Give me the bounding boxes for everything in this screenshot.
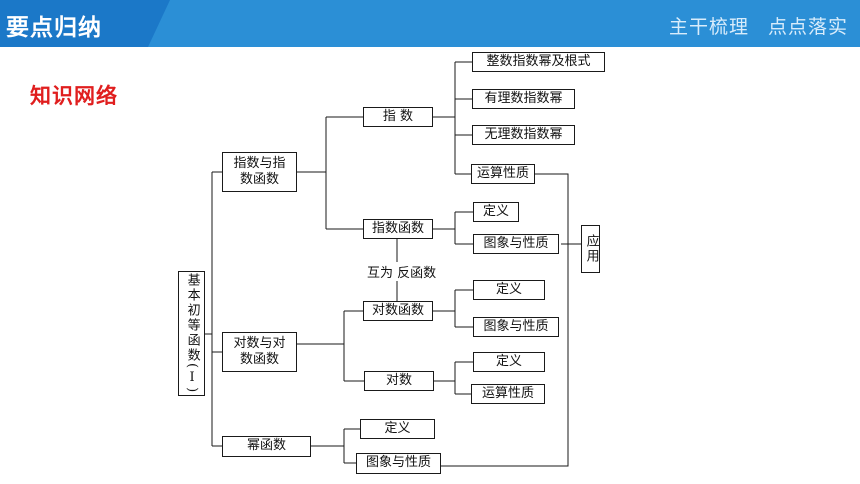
node-log-ops: 运算性质 xyxy=(471,384,545,404)
header-subtitle: 主干梳理 点点落实 xyxy=(668,16,848,38)
node-application: 应用 xyxy=(581,225,600,273)
connector-exp-func xyxy=(433,211,473,245)
connector-log-func xyxy=(433,289,473,328)
connector-root xyxy=(205,171,222,447)
node-log-group: 对数与对数函数 xyxy=(222,332,297,372)
node-root: 基本初等函数(Ⅰ) xyxy=(178,271,205,396)
header-tab-slant xyxy=(148,0,170,47)
connector-exp-group xyxy=(297,116,363,230)
connector-application xyxy=(441,173,581,467)
section-title: 知识网络 xyxy=(30,84,118,108)
node-int-exp-root: 整数指数幂及根式 xyxy=(472,52,605,72)
connector-exponent xyxy=(433,61,472,175)
node-power-graph: 图象与性质 xyxy=(356,453,441,474)
node-irrational-exp: 无理数指数幂 xyxy=(472,125,575,145)
node-exp-group: 指数与指数函数 xyxy=(222,152,297,192)
header-title: 要点归纳 xyxy=(6,15,102,41)
connector-power xyxy=(311,428,360,464)
node-exp-def: 定义 xyxy=(473,202,519,222)
node-log-graph: 图象与性质 xyxy=(473,317,559,337)
node-exp-graph: 图象与性质 xyxy=(473,234,559,254)
node-log-def: 定义 xyxy=(473,280,545,300)
node-exp-func: 指数函数 xyxy=(363,219,433,239)
node-log-value-def: 定义 xyxy=(473,352,545,372)
node-exponent: 指 数 xyxy=(363,107,433,127)
header-bar: 要点归纳 主干梳理 点点落实 xyxy=(0,0,860,47)
inverse-function-label: 互为 反函数 xyxy=(367,262,437,281)
node-rational-exp: 有理数指数幂 xyxy=(472,89,575,109)
node-exp-ops: 运算性质 xyxy=(471,164,535,184)
node-log-func: 对数函数 xyxy=(363,301,433,321)
node-logarithm: 对数 xyxy=(364,371,434,391)
connector-log-group xyxy=(297,310,364,382)
node-power: 幂函数 xyxy=(222,436,311,457)
connector-logarithm xyxy=(434,361,473,395)
node-power-def: 定义 xyxy=(360,419,435,439)
header-title-tab xyxy=(0,0,148,47)
